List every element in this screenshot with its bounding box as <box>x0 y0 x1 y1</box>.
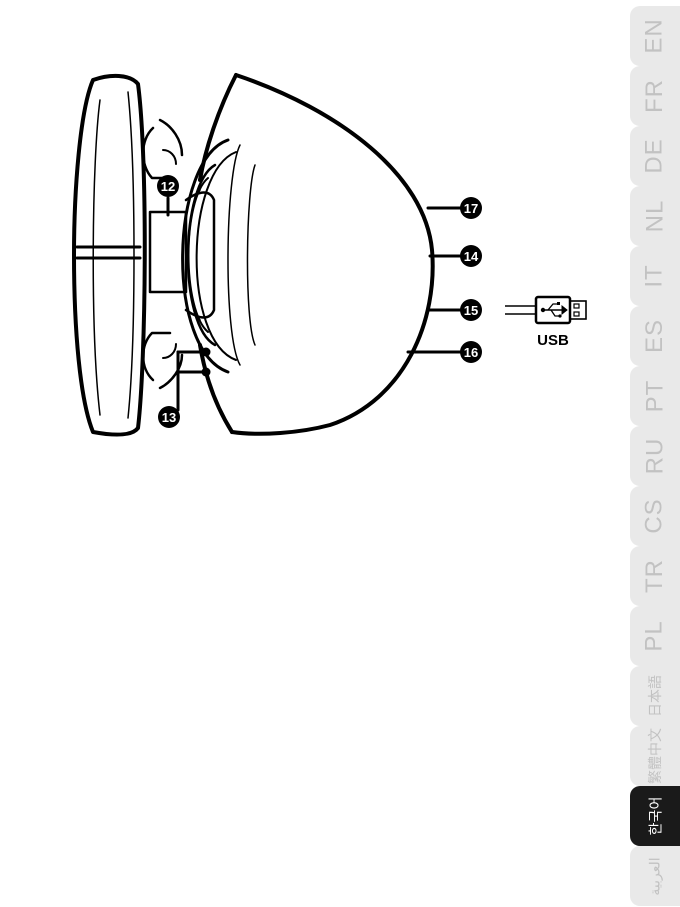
connector-dot-upper <box>202 348 211 357</box>
lang-tab-pl-label: PL <box>641 620 669 651</box>
lang-tab-cs-label: CS <box>641 498 669 533</box>
lang-tab-fr[interactable]: FR <box>630 66 680 126</box>
lang-tab-fr-label: FR <box>641 79 669 113</box>
lang-tab-it[interactable]: IT <box>630 246 680 306</box>
lang-tab-ar-label: العربية <box>646 857 663 895</box>
lang-tab-ko[interactable]: 한국어 <box>630 786 680 846</box>
lang-tab-it-label: IT <box>641 264 669 287</box>
callout-15: 15 <box>460 299 482 321</box>
lang-tab-pt[interactable]: PT <box>630 366 680 426</box>
callout-12-label: 12 <box>161 179 175 194</box>
usb-cable <box>505 306 536 314</box>
wheel-rim <box>74 76 145 435</box>
lang-tab-pl[interactable]: PL <box>630 606 680 666</box>
lang-tab-ru-label: RU <box>641 438 669 475</box>
lang-tab-ar[interactable]: العربية <box>630 846 680 906</box>
callout-14-label: 14 <box>464 249 479 264</box>
callout-leaders <box>168 198 460 410</box>
callout-12: 12 <box>157 175 179 197</box>
lang-tab-es[interactable]: ES <box>630 306 680 366</box>
lang-tab-ru[interactable]: RU <box>630 426 680 486</box>
callout-13-label: 13 <box>162 410 176 425</box>
lang-tab-en-label: EN <box>641 18 669 53</box>
lang-tab-en[interactable]: EN <box>630 6 680 66</box>
usb-plug-icon <box>536 297 586 323</box>
lang-tab-nl-label: NL <box>641 200 669 233</box>
lang-tab-zh-tw[interactable]: 繁體中文 <box>630 726 680 786</box>
lang-tab-ko-label: 한국어 <box>645 797 665 836</box>
lang-tab-ja-label: 日本語 <box>645 675 665 717</box>
callout-16-label: 16 <box>464 345 478 360</box>
callout-13: 13 <box>158 406 180 428</box>
lang-tab-nl[interactable]: NL <box>630 186 680 246</box>
wheel-base-body <box>200 75 433 434</box>
lang-tab-es-label: ES <box>641 319 669 353</box>
lang-tab-ja[interactable]: 日本語 <box>630 666 680 726</box>
lang-tab-cs[interactable]: CS <box>630 486 680 546</box>
lang-tab-tr[interactable]: TR <box>630 546 680 606</box>
wheel-side-diagram: 12 13 17 14 15 16 USB <box>0 0 620 470</box>
connector-dot-lower <box>202 368 211 377</box>
lang-tab-zh-tw-label: 繁體中文 <box>645 728 665 784</box>
paddle-shifter-upper <box>143 120 182 178</box>
callout-14: 14 <box>460 245 482 267</box>
callout-15-label: 15 <box>464 303 478 318</box>
lang-tab-tr-label: TR <box>641 559 669 593</box>
language-tabs: EN FR DE NL IT ES PT RU CS TR PL 日本語 繁體中… <box>627 0 680 907</box>
lang-tab-de[interactable]: DE <box>630 126 680 186</box>
lang-tab-de-label: DE <box>641 138 669 173</box>
callout-16: 16 <box>460 341 482 363</box>
callout-17-label: 17 <box>464 201 478 216</box>
lang-tab-pt-label: PT <box>641 380 669 413</box>
paddle-shifter-lower <box>143 333 182 388</box>
callout-17: 17 <box>460 197 482 219</box>
usb-label: USB <box>537 332 569 349</box>
